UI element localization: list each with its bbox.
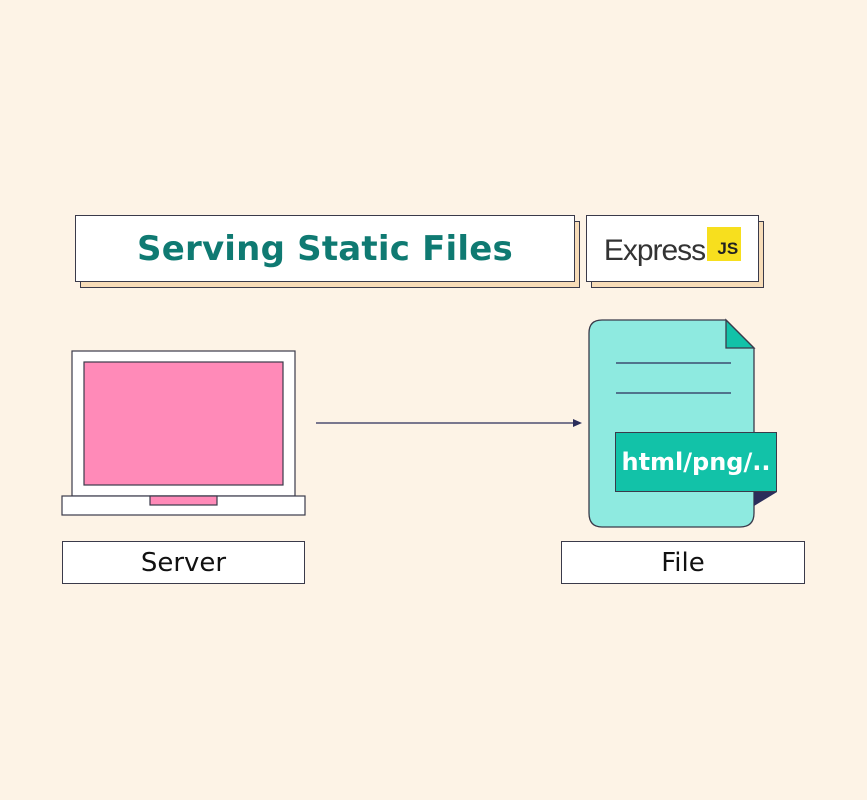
document-icon [588,318,777,528]
arrow-head [573,419,582,427]
arrow-icon [316,419,582,427]
file-extension-tag: html/png/.. [615,432,777,492]
laptop-screen [83,361,284,486]
page-title: Serving Static Files [137,228,513,269]
laptop-icon [61,350,306,516]
title-card: Serving Static Files [75,215,575,282]
tag-fold [754,492,777,506]
laptop-trackpad [149,495,218,506]
file-label: File [561,541,805,584]
document-body [588,319,755,528]
js-badge: JS [707,226,742,261]
server-label: Server [62,541,305,584]
express-logo-card: Express JS [586,215,759,282]
document-fold [725,318,756,349]
express-logo-word: Express [603,233,706,267]
